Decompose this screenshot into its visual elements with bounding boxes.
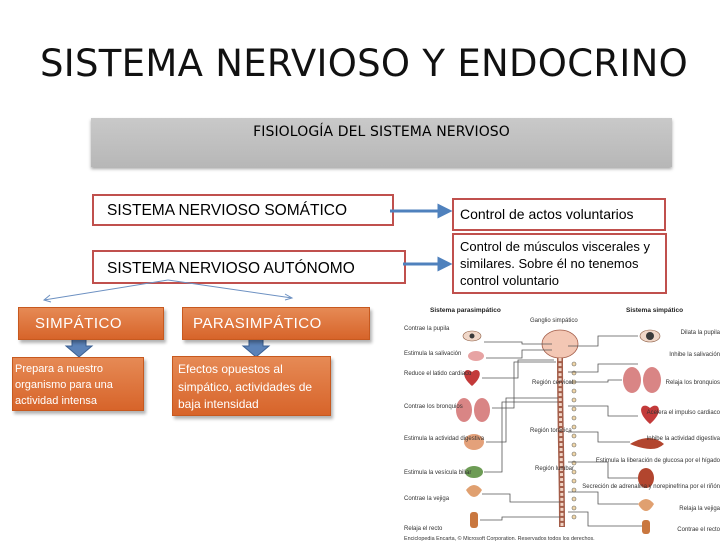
ganglion-bead bbox=[571, 451, 577, 457]
ganglion-bead bbox=[571, 433, 577, 439]
sympathetic-down-arrow bbox=[64, 337, 94, 358]
somatic-description-box: Control de actos voluntarios bbox=[452, 198, 666, 231]
left-label-pupil: Contrae la pupila bbox=[404, 326, 450, 332]
autonomic-system-label: SISTEMA NERVIOSO AUTÓNOMO bbox=[107, 260, 355, 277]
sympathetic-box: SIMPÁTICO bbox=[18, 307, 164, 340]
parasympathetic-description: Efectos opuestos al simpático, actividad… bbox=[178, 362, 313, 411]
ganglion-bead bbox=[571, 424, 577, 430]
left-heart-icon bbox=[464, 369, 480, 386]
left-label-rectum: Relaja el recto bbox=[404, 526, 443, 532]
illustration-credit: Enciclopedia Encarta, © Microsoft Corpor… bbox=[404, 535, 595, 542]
ganglion-bead bbox=[571, 505, 577, 511]
branch-left-line bbox=[43, 279, 169, 301]
ganglion-bead bbox=[571, 406, 577, 412]
left-label-bladder: Contrae la vejiga bbox=[404, 496, 450, 502]
ganglion-bead bbox=[571, 388, 577, 394]
right-label-salivation: Inhibe la salivación bbox=[669, 352, 720, 358]
sympathetic-description: Prepara a nuestro organismo para una act… bbox=[15, 363, 113, 407]
sympathetic-description-box: Prepara a nuestro organismo para una act… bbox=[12, 357, 144, 411]
left-gland-icon bbox=[468, 351, 484, 361]
autonomic-description-box: Control de músculos viscerales y similar… bbox=[452, 233, 667, 294]
page-title: SISTEMA NERVIOSO Y ENDOCRINO bbox=[39, 42, 688, 85]
parasympathetic-down-arrow bbox=[241, 337, 271, 358]
ganglion-chain bbox=[571, 361, 577, 520]
ganglion-bead bbox=[571, 361, 577, 367]
region-thoracic: Región torácica bbox=[530, 428, 572, 434]
nerve-paths bbox=[480, 335, 642, 527]
right-kidney-icon bbox=[638, 468, 654, 488]
section-banner: FISIOLOGÍA DEL SISTEMA NERVIOSO bbox=[91, 118, 672, 167]
left-label-gallbladder: Estimula la vesícula biliar bbox=[404, 470, 471, 476]
ganglion-bead bbox=[571, 496, 577, 502]
left-lungs-icon bbox=[456, 398, 490, 422]
right-heart-icon bbox=[641, 405, 659, 424]
right-label-bronchi: Relaja los bronquios bbox=[666, 380, 720, 386]
parasympathetic-description-box: Efectos opuestos al simpático, actividad… bbox=[172, 356, 331, 416]
right-label-glucose: Estimula la liberación de glucosa por el… bbox=[596, 458, 721, 464]
ganglion-bead bbox=[571, 514, 577, 520]
right-label-pupil: Dilata la pupila bbox=[681, 330, 721, 336]
parasympathetic-label: PARASIMPÁTICO bbox=[193, 315, 322, 332]
autonomic-system-box: SISTEMA NERVIOSO AUTÓNOMO bbox=[92, 250, 406, 284]
region-lumbar: Región lumbar bbox=[535, 466, 574, 472]
sympathetic-heading: Sistema simpático bbox=[626, 307, 683, 314]
left-label-heart: Reduce el latido cardiaco bbox=[404, 371, 472, 377]
right-label-digestive: Inhibe la actividad digestiva bbox=[647, 436, 721, 442]
autonomic-description: Control de músculos viscerales y similar… bbox=[460, 239, 651, 288]
left-label-bronchi: Contrae los bronquios bbox=[404, 404, 463, 410]
left-bladder-icon bbox=[466, 485, 482, 497]
region-cervical: Región cervical bbox=[532, 380, 573, 386]
somatic-system-label: SISTEMA NERVIOSO SOMÁTICO bbox=[107, 202, 348, 219]
right-label-bladder: Relaja la vejiga bbox=[679, 506, 720, 512]
ganglion-bead bbox=[571, 415, 577, 421]
right-label-rectum: Contrae el recto bbox=[677, 527, 720, 533]
right-label-heart: Acelera el impulso cardiaco bbox=[647, 410, 721, 416]
right-bladder-icon bbox=[638, 499, 654, 511]
ganglion-bead bbox=[571, 397, 577, 403]
ganglion-bead bbox=[571, 442, 577, 448]
ganglion-label: Ganglio simpático bbox=[530, 318, 578, 324]
right-lungs-icon bbox=[623, 367, 661, 393]
ganglion-bead bbox=[571, 487, 577, 493]
sympathetic-label: SIMPÁTICO bbox=[35, 315, 123, 332]
right-liver-icon bbox=[630, 438, 664, 449]
left-stomach-icon bbox=[464, 434, 484, 450]
parasympathetic-box: PARASIMPÁTICO bbox=[182, 307, 370, 340]
right-label-adrenaline: Secreción de adrenalina y norepinefrina … bbox=[582, 484, 720, 490]
somatic-description: Control de actos voluntarios bbox=[460, 206, 634, 222]
banner-label: FISIOLOGÍA DEL SISTEMA NERVIOSO bbox=[253, 124, 510, 140]
ganglion-bead bbox=[571, 478, 577, 484]
left-rectum-icon bbox=[470, 512, 478, 528]
right-rectum-icon bbox=[642, 520, 650, 534]
branch-left-tip bbox=[42, 294, 52, 303]
ganglion-bead bbox=[571, 469, 577, 475]
parasympathetic-heading: Sistema parasimpático bbox=[430, 307, 501, 314]
branch-right-line bbox=[167, 279, 293, 299]
branch-right-tip bbox=[284, 293, 294, 301]
left-label-digestive: Estimula la actividad digestiva bbox=[404, 436, 485, 442]
nervous-system-illustration: Sistema parasimpático Sistema simpático … bbox=[404, 307, 721, 542]
left-gallbladder-icon bbox=[465, 466, 483, 478]
left-label-salivation: Estimula la salivación bbox=[404, 351, 461, 357]
